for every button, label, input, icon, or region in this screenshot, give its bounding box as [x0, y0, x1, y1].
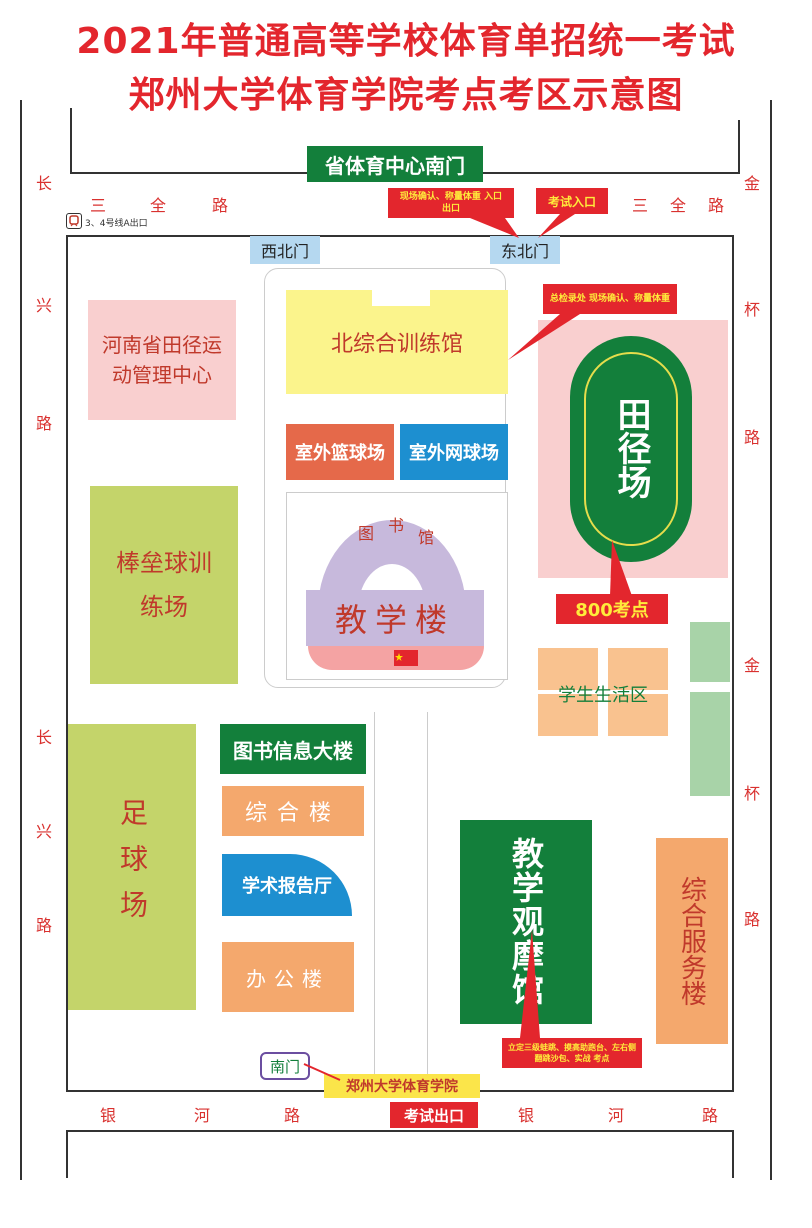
- road-changxing-s-1: 长: [35, 728, 52, 747]
- sports-center-line-right: [738, 120, 740, 174]
- metro-icon: [66, 213, 82, 229]
- east-street-line-outer: [770, 100, 772, 1180]
- arrow-inspection-to-gym: [508, 314, 580, 360]
- road-yinhe-west-3: 路: [284, 1106, 301, 1125]
- baseball-training-field: 棒垒球训练场: [90, 486, 238, 684]
- road-changxing-n-3: 路: [35, 414, 52, 433]
- track-lane-line: [584, 352, 678, 546]
- north-training-gym: 北综合训练馆: [286, 290, 508, 394]
- dorm-block-2: [608, 648, 668, 690]
- road-yinhe-east-1: 银: [518, 1106, 535, 1125]
- south-gate: 南门: [260, 1052, 310, 1080]
- road-changxing-s-2: 兴: [35, 822, 52, 841]
- map-title-line2: 郑州大学体育学院考点考区示意图: [128, 75, 684, 116]
- inspection-tag: 总检录处 现场确认、称量体重: [543, 284, 677, 314]
- central-avenue-south: [374, 712, 428, 1092]
- arrow-confirm-to-northeast-gate: [470, 218, 519, 238]
- metro-exit-label: 3、4号线A出口: [85, 219, 148, 229]
- dorm-block-4: [608, 694, 668, 736]
- library-char-1: 图: [358, 524, 375, 543]
- school-name-sign: 郑州大学体育学院: [324, 1074, 480, 1098]
- football-field: 足球场: [68, 724, 196, 1010]
- road-sanquan-west-2: 全: [150, 196, 167, 215]
- arrow-gate-to-sign: [303, 1063, 341, 1081]
- track-field-label: 田径场: [611, 397, 651, 499]
- sports-center-south-gate: 省体育中心南门: [307, 146, 483, 182]
- library-char-3: 馆: [418, 528, 435, 547]
- confirm-weigh-tag: 现场确认、称量体重 入口 出口: [388, 188, 514, 218]
- exam-800-tag: 800考点: [556, 594, 668, 624]
- student-living-area: 学生生活区: [558, 685, 648, 706]
- north-gym-notch: [372, 288, 430, 306]
- road-yinhe-east-3: 路: [702, 1106, 719, 1125]
- south-enclosure-right: [732, 1130, 734, 1178]
- teaching-building: 教学楼: [306, 590, 484, 646]
- road-jinbei-n-3: 路: [743, 428, 760, 447]
- green-block-1: [690, 622, 730, 682]
- sports-center-line-left: [70, 108, 72, 174]
- road-sanquan-west-3: 路: [212, 196, 229, 215]
- observation-exam-tag: 立定三级蛙跳、摸高助跑台、左右侧翻跳沙包、实战 考点: [502, 1038, 642, 1068]
- west-street-line-outer: [20, 100, 22, 1180]
- road-jinbei-s-1: 金: [743, 656, 760, 675]
- outdoor-tennis-court: 室外网球场: [400, 424, 508, 480]
- map-title-line1: 2021年普通高等学校体育单招统一考试: [76, 21, 736, 62]
- dorm-block-1: [538, 648, 598, 690]
- road-changxing-s-3: 路: [35, 916, 52, 935]
- dorm-block-3: [538, 694, 598, 736]
- exam-entry-tag: 考试入口: [536, 188, 608, 214]
- arrow-tag-to-observation-hall: [520, 930, 540, 1038]
- office-building: 办公楼: [222, 942, 354, 1012]
- road-jinbei-n-1: 金: [743, 174, 760, 193]
- complex-building: 综合楼: [222, 786, 364, 836]
- south-enclosure-top: [66, 1130, 734, 1132]
- road-changxing-n-1: 长: [35, 174, 52, 193]
- comprehensive-service-building: 综合服务楼: [656, 838, 728, 1044]
- flag-icon: [394, 650, 418, 666]
- exam-exit-tag: 考试出口: [390, 1102, 478, 1128]
- arrow-entry-to-northeast-gate: [538, 214, 575, 238]
- library-arch: [304, 500, 480, 676]
- library-info-building: 图书信息大楼: [220, 724, 366, 774]
- henan-track-center: 河南省田径运动管理中心: [88, 300, 236, 420]
- green-block-2: [690, 692, 730, 796]
- road-jinbei-s-2: 杯: [743, 784, 760, 803]
- library-char-2: 书: [388, 516, 405, 535]
- outdoor-basketball-court: 室外篮球场: [286, 424, 394, 480]
- road-changxing-n-2: 兴: [35, 296, 52, 315]
- south-enclosure-left: [66, 1130, 68, 1178]
- road-yinhe-west-2: 河: [194, 1106, 211, 1125]
- northwest-gate: 西北门: [250, 236, 320, 264]
- road-yinhe-west-1: 银: [100, 1106, 117, 1125]
- road-sanquan-east-2: 全: [670, 196, 687, 215]
- road-yinhe-east-2: 河: [608, 1106, 625, 1125]
- road-sanquan-west-1: 三: [90, 196, 107, 215]
- northeast-gate: 东北门: [490, 236, 560, 264]
- arrow-800-to-track: [610, 540, 632, 596]
- road-sanquan-east-1: 三: [632, 196, 649, 215]
- road-jinbei-s-3: 路: [743, 910, 760, 929]
- road-jinbei-n-2: 杯: [743, 300, 760, 319]
- road-sanquan-east-3: 路: [708, 196, 725, 215]
